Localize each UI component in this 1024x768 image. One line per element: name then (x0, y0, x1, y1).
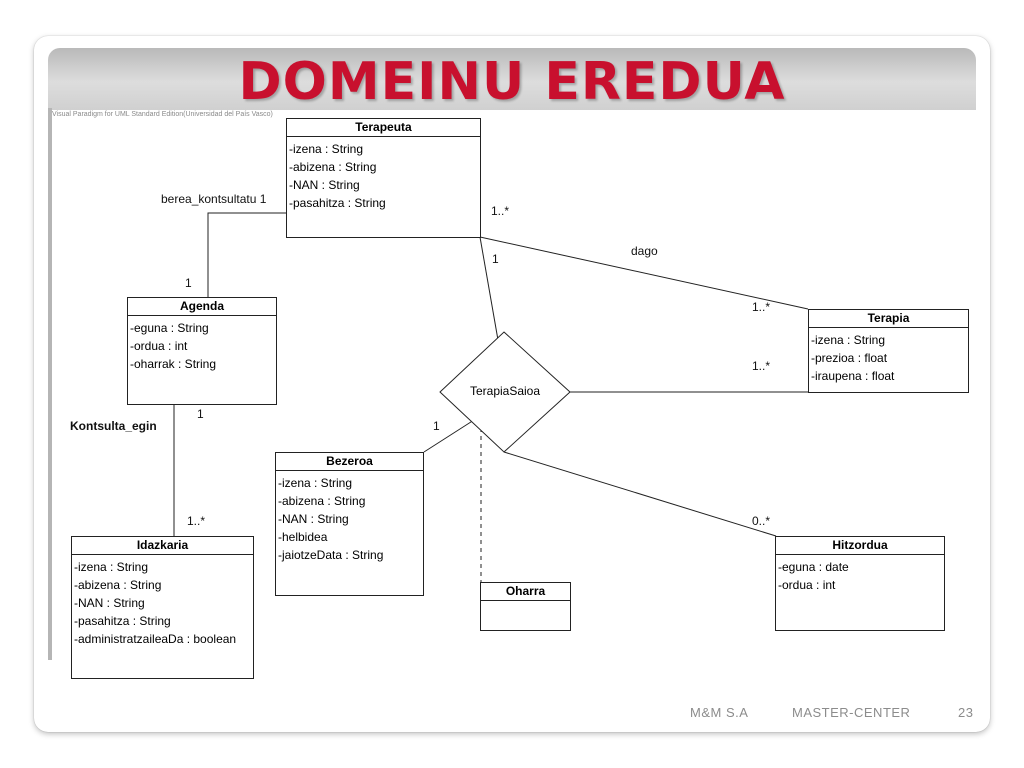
class-terapeuta[interactable]: Terapeuta -izena : String -abizena : Str… (286, 118, 481, 238)
class-name: Oharra (481, 583, 570, 601)
class-idazkaria[interactable]: Idazkaria -izena : String -abizena : Str… (71, 536, 254, 679)
attribute: -NAN : String (74, 596, 145, 610)
saioa-bezeroa-line (423, 419, 475, 453)
class-terapia[interactable]: Terapia -izena : String -prezioa : float… (808, 309, 969, 393)
class-hitzordua[interactable]: Hitzordua -eguna : date -ordua : int (775, 536, 945, 631)
slide-title: DOMEINU EREDUA (238, 52, 786, 112)
mult-terapeuta-saioa: 1 (492, 252, 499, 266)
terapiasaioa-label: TerapiaSaioa (469, 384, 541, 398)
class-name: Hitzordua (776, 537, 944, 555)
attribute: -izena : String (289, 142, 364, 156)
attribute: -abizena : String (278, 494, 366, 508)
mult-bezeroa: 1 (433, 419, 440, 433)
left-accent-bar (48, 108, 52, 660)
label-dago: dago (631, 244, 658, 258)
attribute: -izena : String (74, 560, 149, 574)
mult-agenda-top: 1 (185, 276, 192, 290)
attribute: -abizena : String (289, 160, 377, 174)
class-bezeroa[interactable]: Bezeroa -izena : String -abizena : Strin… (275, 452, 424, 596)
terapeuta-saioa-line (479, 236, 499, 341)
mult-idazkaria: 1..* (187, 514, 206, 528)
class-name: Terapia (809, 310, 968, 328)
mult-hitzordua: 0..* (752, 514, 771, 528)
class-name: Terapeuta (287, 119, 480, 137)
mult-terapia-saioa: 1..* (752, 359, 771, 373)
mult-agenda-bottom: 1 (197, 407, 204, 421)
attribute: -ordua : int (130, 339, 188, 353)
attribute: -izena : String (811, 333, 886, 347)
dago-line (479, 236, 809, 310)
attribute: -abizena : String (74, 578, 162, 592)
berea-kontsultatu-line (207, 212, 286, 297)
attribute: -oharrak : String (130, 357, 217, 371)
title-band (48, 48, 976, 110)
class-name: Bezeroa (276, 453, 423, 471)
class-agenda[interactable]: Agenda -eguna : String -ordua : int -oha… (127, 297, 277, 405)
footer-center: MASTER-CENTER (792, 705, 911, 720)
page-number: 23 (958, 705, 974, 720)
attribute: -izena : String (278, 476, 353, 490)
attribute: -administratzaileaDa : boolean (74, 632, 237, 646)
terapiasaioa-diamond (439, 331, 571, 453)
class-name: Idazkaria (72, 537, 253, 555)
footer-company: M&M S.A (690, 705, 749, 720)
label-berea-kontsultatu: berea_kontsultatu 1 (161, 192, 267, 206)
attribute: -eguna : date (778, 560, 849, 574)
attribute: -NAN : String (289, 178, 360, 192)
attribute: -NAN : String (278, 512, 349, 526)
mult-terapia-dago: 1..* (752, 300, 771, 314)
mult-terapeuta-dago: 1..* (491, 204, 510, 218)
saioa-hitzordua-line (503, 451, 777, 537)
attribute: -jaiotzeData : String (278, 548, 384, 562)
class-oharra[interactable]: Oharra (480, 582, 571, 631)
attribute: -helbidea (278, 530, 328, 544)
class-name: Agenda (128, 298, 276, 316)
attribute: -pasahitza : String (289, 196, 386, 210)
attribute: -eguna : String (130, 321, 209, 335)
attribute: -iraupena : float (811, 369, 895, 383)
watermark-text: Visual Paradigm for UML Standard Edition… (52, 111, 273, 118)
attribute: -prezioa : float (811, 351, 888, 365)
attribute: -ordua : int (778, 578, 836, 592)
label-kontsulta-egin: Kontsulta_egin (70, 419, 157, 433)
attribute: -pasahitza : String (74, 614, 171, 628)
